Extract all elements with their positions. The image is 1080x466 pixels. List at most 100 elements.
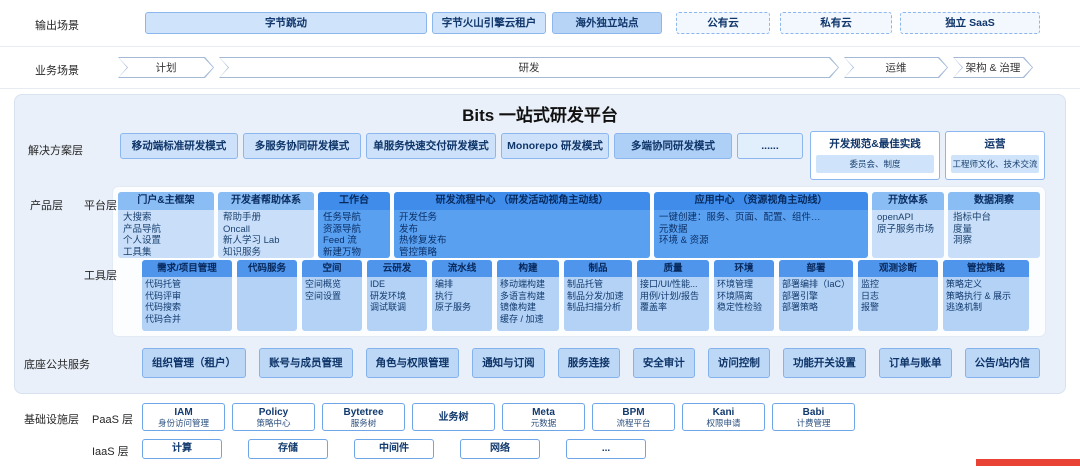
tool-item: 空间概览 [305,279,342,289]
tool-column-header: 代码服务 [237,260,297,277]
tool-item: 环境隔离 [717,290,754,301]
paas-name: Meta [532,406,555,418]
platform-item: openAPI [877,212,914,223]
platform-item: 新建万物 [323,246,362,258]
iaas-box: 中间件 [354,439,434,459]
paas-name: BPM [622,406,645,418]
tool-item: 镜像构建 [500,302,537,312]
tool-item: 日志 [861,290,880,301]
tool-item: 用例/计划/报告 [640,290,700,301]
tool-column-body: 监控日志报警 [858,277,938,331]
base-service-box: 访问控制 [707,348,770,378]
tool-column-body: 策略定义策略执行 & 展示逃逸机制 [943,277,1029,331]
base-service-box: 公告/站内信 [964,348,1040,378]
platform-item: 知识服务 [223,246,262,258]
tool-item: 部署引擎 [782,290,819,301]
platform-column-body: 一键创建：服务、页面、配置、组件…元数据环境 & 资源 [654,210,868,258]
tool-item: 覆盖率 [640,302,668,312]
tool-column: 流水线编排执行原子服务 [432,260,492,331]
output-scenario-box: 字节火山引擎云租户 [432,12,546,34]
iaas-box: ... [566,439,646,459]
platform-column-header: 研发流程中心 （研发活动视角主动线） [394,192,650,210]
base-service-box: 组织管理（租户） [142,348,246,378]
platform-item: Feed 流 [323,235,357,246]
iaas-box: 计算 [142,439,222,459]
platform-column: 数据洞察指标中台度量洞察 [948,192,1040,258]
tool-item: 调试联调 [370,302,407,312]
paas-name: 业务树 [438,411,469,423]
tool-item: 多语言构建 [500,290,546,301]
tool-item: 原子服务 [435,302,472,312]
tool-column: 管控策略策略定义策略执行 & 展示逃逸机制 [943,260,1029,331]
platform-layer-label: 平台层 [84,200,117,212]
tool-item: 代码托管 [145,279,182,289]
tool-item: 逃逸机制 [946,302,983,312]
paas-sub: 流程平台 [616,417,651,428]
tool-column-header: 制品 [564,260,632,277]
business-stage-arrow: 研发 [219,57,839,78]
tool-column-header: 质量 [637,260,709,277]
platform-item: 指标中台 [953,212,992,223]
paas-layer-label: PaaS 层 [92,414,133,426]
paas-name: Babi [802,406,825,418]
operation-title: 运营 [984,138,1006,150]
tool-column: 需求/项目管理代码托管代码评审代码搜索代码合并 [142,260,232,331]
platform-column: 应用中心 （资源视角主动线）一键创建：服务、页面、配置、组件…元数据环境 & 资… [654,192,868,258]
platform-item: 资源导航 [323,223,362,235]
base-service-box: 账号与成员管理 [259,348,353,378]
paas-sub: 策略中心 [256,417,291,428]
tool-column-header: 云研发 [367,260,427,277]
business-stage-arrow: 计划 [118,57,214,78]
tool-column-header: 流水线 [432,260,492,277]
platform-column-body: 开发任务发布热修复发布管控策略 [394,210,650,258]
platform-item: 原子服务市场 [877,223,935,235]
tool-column: 部署部署编排（IaC）部署引擎部署策略 [779,260,853,331]
tool-column: 构建移动端构建多语言构建镜像构建缓存 / 加速 [497,260,559,331]
tool-column-body: 接口/UI/性能...用例/计划/报告覆盖率 [637,277,709,331]
platform-item: 个人设置 [123,235,162,246]
solution-mode-box: 移动端标准研发模式 [120,133,238,159]
platform-item: 度量 [953,223,973,235]
platform-column-header: 数据洞察 [948,192,1040,210]
platform-item: 任务导航 [323,212,362,223]
business-scenarios-label: 业务场景 [35,65,79,77]
divider-line [0,46,1080,47]
platform-item: 热修复发布 [399,235,447,246]
paas-sub: 权限申请 [706,417,741,428]
base-service-box: 功能开关设置 [782,348,866,378]
tool-column-header: 构建 [497,260,559,277]
business-stage-label: 架构 & 治理 [954,58,1032,77]
iaas-box: 存储 [248,439,328,459]
tool-item: IDE [370,279,386,289]
tool-column-body: 部署编排（IaC）部署引擎部署策略 [779,277,853,331]
tool-column-header: 环境 [714,260,774,277]
platform-item: 开发任务 [399,212,438,223]
tool-item: 部署编排（IaC） [782,279,851,289]
tool-item: 策略执行 & 展示 [946,290,1012,301]
operation-box: 运营 工程师文化、技术交流 [945,131,1045,180]
paas-sub: 元数据 [530,417,557,428]
paas-name: Kani [712,406,735,418]
platform-item: 帮助手册 [223,212,262,223]
tool-item: 监控 [861,279,880,289]
paas-name: Bytetree [343,406,384,418]
base-services-label: 底座公共服务 [24,359,90,371]
business-stage-arrow: 架构 & 治理 [953,57,1033,78]
output-scenario-box: 公有云 [676,12,770,34]
platform-column-header: 开放体系 [872,192,944,210]
dev-standards-box: 开发规范&最佳实践 委员会、制度 [810,131,940,180]
platform-item: 一键创建：服务、页面、配置、组件… [659,212,821,223]
tool-item: 研发环境 [370,290,407,301]
tool-column-header: 部署 [779,260,853,277]
paas-sub: 身份访问管理 [157,417,209,428]
tool-item: 策略定义 [946,279,983,289]
solution-mode-box: 多端协同研发模式 [614,133,732,159]
